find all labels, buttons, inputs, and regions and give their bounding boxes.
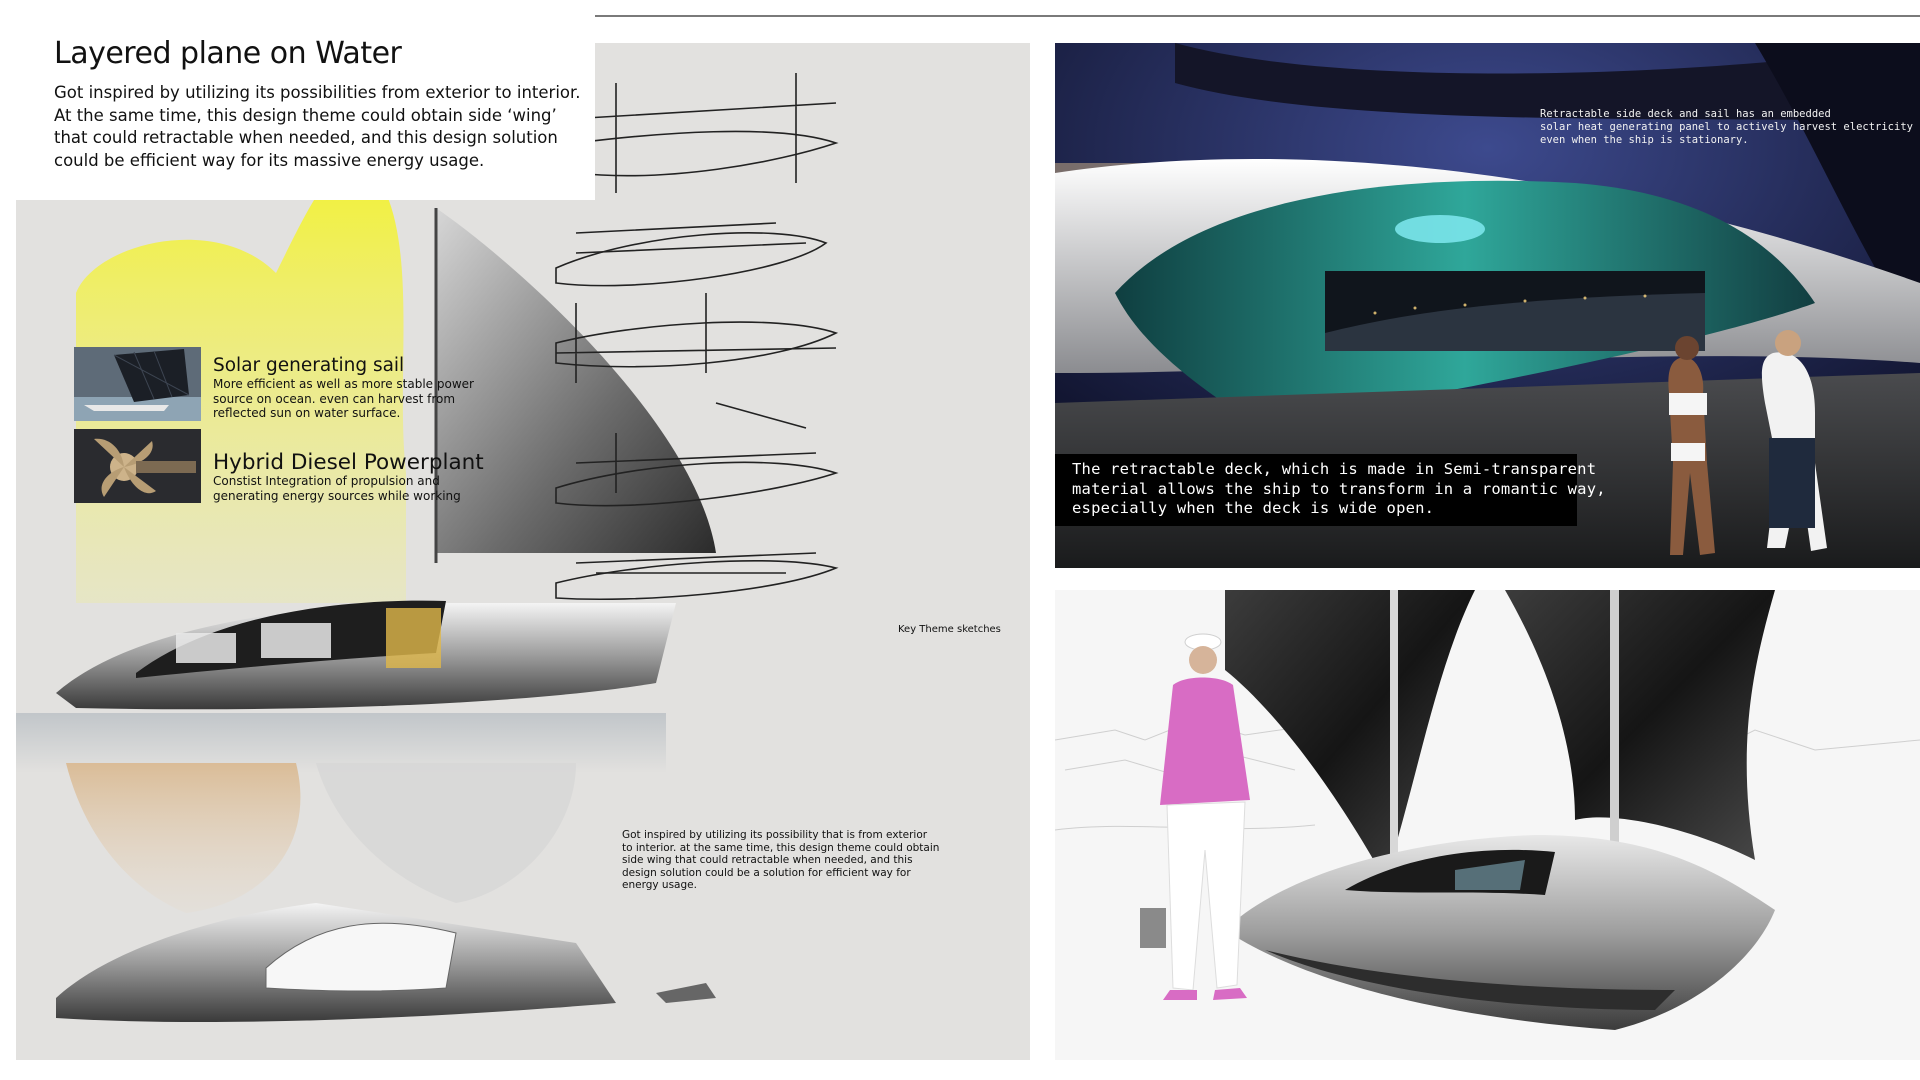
intro-line: At the same time, this design theme coul… bbox=[54, 105, 557, 125]
lower-description: Got inspired by utilizing its possibilit… bbox=[622, 829, 939, 892]
note-line: Retractable side deck and sail has an em… bbox=[1540, 108, 1831, 120]
walking-man-figure bbox=[1160, 633, 1250, 1000]
intro-line: Got inspired by utilizing its possibilit… bbox=[54, 83, 581, 102]
caption-line: material allows the ship to transform in… bbox=[1072, 479, 1606, 498]
couple-figures bbox=[1668, 330, 1827, 555]
lower-desc-line: side wing that could retractable when ne… bbox=[622, 854, 913, 867]
feature-description: Constist Integration of propulsion and g… bbox=[213, 474, 461, 503]
intro-text: Got inspired by utilizing its possibilit… bbox=[54, 82, 581, 172]
lower-desc-line: Got inspired by utilizing its possibilit… bbox=[622, 829, 928, 841]
solar-sail-photo-icon bbox=[74, 347, 201, 421]
sketches-caption: Key Theme sketches bbox=[898, 624, 1001, 635]
lower-desc-line: energy usage. bbox=[622, 879, 697, 892]
lower-desc-line: to interior. at the same time, this desi… bbox=[622, 841, 940, 854]
day-yacht-render bbox=[1055, 590, 1920, 1060]
feature-desc-line: Constist Integration of propulsion and bbox=[213, 474, 440, 488]
page-title: Layered plane on Water bbox=[54, 36, 402, 71]
feature-desc-line: reflected sun on water surface. bbox=[213, 406, 401, 420]
note-line: even when the ship is stationary. bbox=[1540, 134, 1749, 146]
propeller-photo-icon bbox=[74, 429, 201, 503]
feature-desc-line: generating energy sources while working bbox=[213, 488, 461, 503]
feature-desc-line: source on ocean. even can harvest from bbox=[213, 391, 456, 406]
left-sketch-panel bbox=[16, 43, 1030, 1060]
caption-line: especially when the deck is wide open. bbox=[1072, 499, 1435, 517]
deck-caption-text: The retractable deck, which is made in S… bbox=[1072, 460, 1606, 519]
top-divider-line bbox=[595, 15, 1920, 17]
feature-title: Hybrid Diesel Powerplant bbox=[213, 450, 484, 475]
feature-description: More efficient as well as more stable po… bbox=[213, 377, 474, 421]
deck-caption-box bbox=[1055, 454, 1577, 526]
feature-title: Solar generating sail bbox=[213, 355, 405, 376]
intro-line: could be efficient way for its massive e… bbox=[54, 150, 485, 170]
intro-white-area bbox=[0, 0, 595, 200]
caption-line: The retractable deck, which is made in S… bbox=[1072, 460, 1597, 478]
lower-desc-line: design solution could be a solution for … bbox=[622, 866, 911, 879]
sail-panel-note: Retractable side deck and sail has an em… bbox=[1540, 108, 1913, 147]
day-yacht-artwork bbox=[1055, 590, 1920, 1060]
night-deck-render bbox=[1055, 43, 1920, 568]
feature-desc-line: More efficient as well as more stable po… bbox=[213, 377, 474, 391]
intro-line: that could retractable when needed, and … bbox=[54, 128, 558, 147]
note-line: solar heat generating panel to actively … bbox=[1540, 121, 1913, 133]
